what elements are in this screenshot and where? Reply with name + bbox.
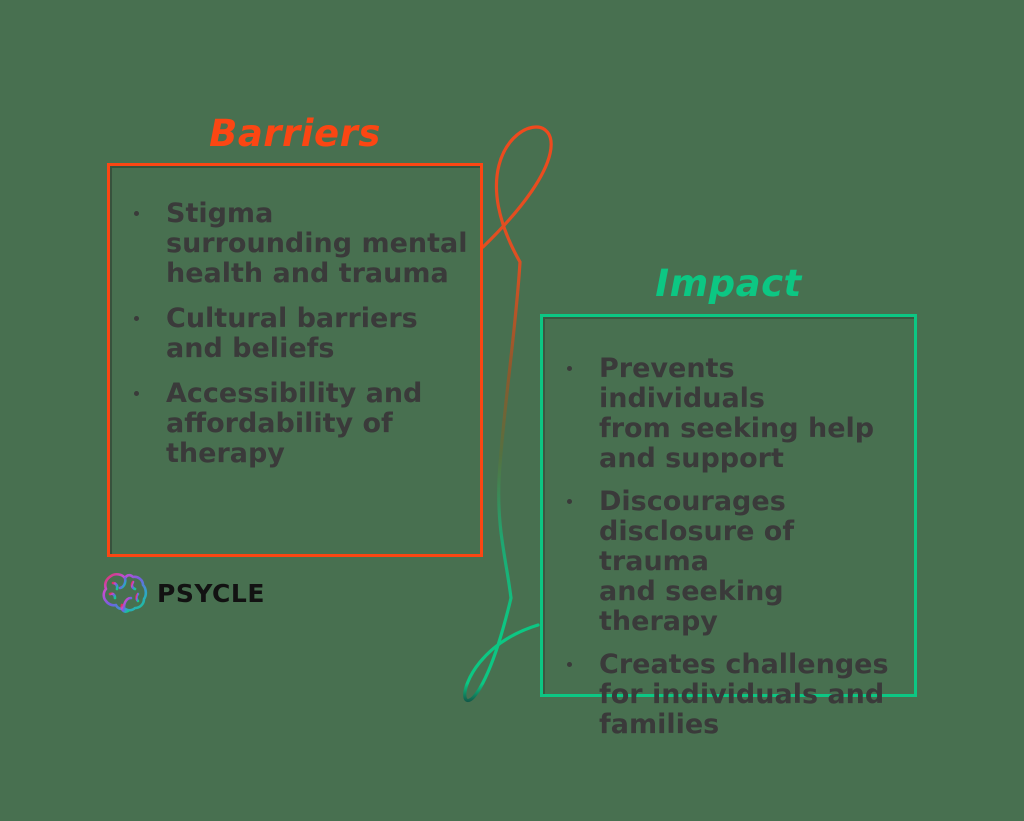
impact-box: Prevents individuals from seeking help a… xyxy=(540,314,917,740)
bullet-dot-icon xyxy=(134,211,139,216)
barriers-list: Stigma surrounding mental health and tra… xyxy=(110,199,474,469)
brain-icon xyxy=(102,572,148,613)
bullet-dot-icon xyxy=(134,391,139,396)
barriers-item-text: Cultural barriers and beliefs xyxy=(166,303,418,364)
impact-title: Impact xyxy=(655,262,802,305)
bullet-dot-icon xyxy=(134,316,139,321)
psycle-logo: PSYCLE xyxy=(100,570,265,616)
impact-item-text: Prevents individuals from seeking help a… xyxy=(599,353,875,474)
bullet-dot-icon xyxy=(567,366,572,371)
impact-list: Prevents individuals from seeking help a… xyxy=(543,354,908,740)
logo-text: PSYCLE xyxy=(157,578,265,608)
barriers-title: Barriers xyxy=(209,112,381,155)
impact-item-text: Creates challenges for individuals and f… xyxy=(599,649,889,740)
list-item: Accessibility and affordability of thera… xyxy=(110,379,474,469)
barriers-box: Stigma surrounding mental health and tra… xyxy=(107,163,483,557)
list-item: Prevents individuals from seeking help a… xyxy=(543,354,908,474)
barriers-item-text: Stigma surrounding mental health and tra… xyxy=(166,198,468,289)
list-item: Stigma surrounding mental health and tra… xyxy=(110,199,474,289)
list-item: Cultural barriers and beliefs xyxy=(110,304,474,364)
list-item: Creates challenges for individuals and f… xyxy=(543,650,908,740)
barriers-item-text: Accessibility and affordability of thera… xyxy=(166,378,423,469)
bullet-dot-icon xyxy=(567,499,572,504)
bullet-dot-icon xyxy=(567,662,572,667)
list-item: Discourages disclosure of trauma and see… xyxy=(543,487,908,637)
impact-item-text: Discourages disclosure of trauma and see… xyxy=(599,486,795,637)
